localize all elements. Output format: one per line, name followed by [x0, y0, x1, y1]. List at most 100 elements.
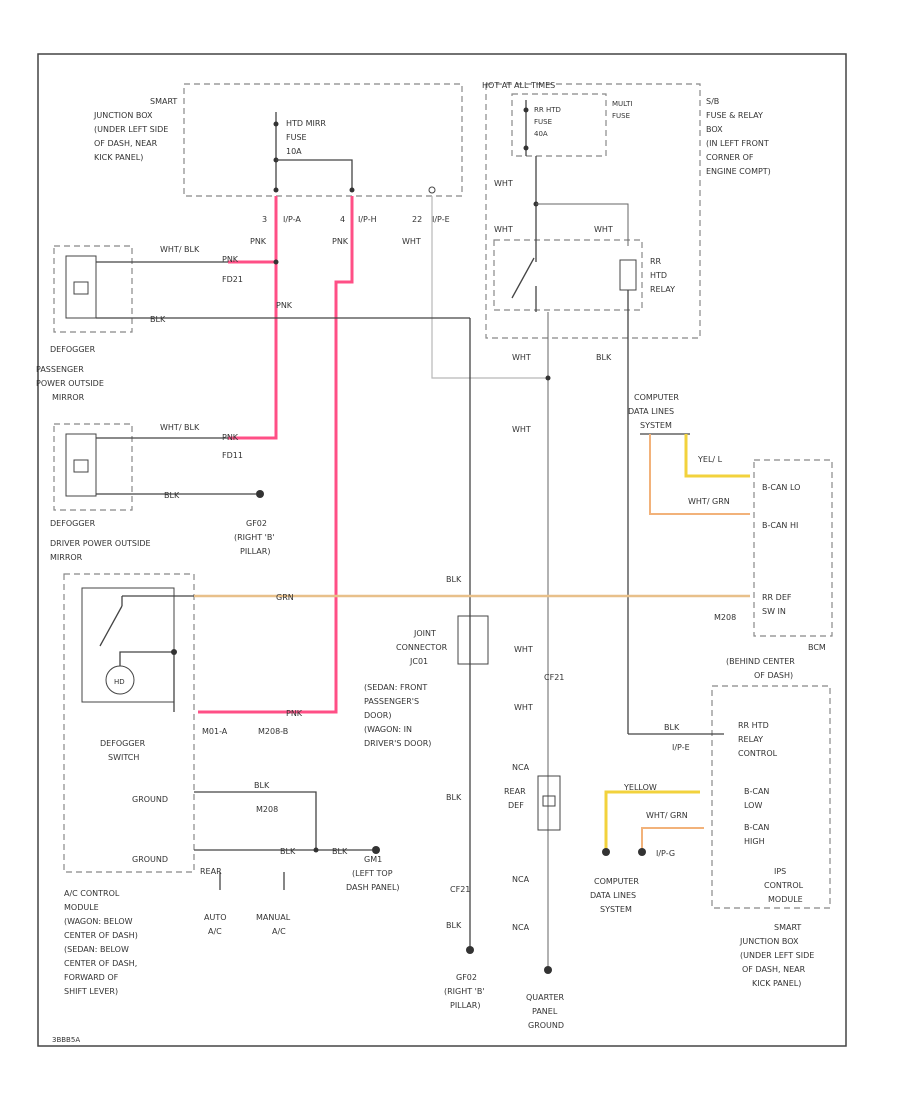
wht-label-fuse: WHT: [494, 179, 513, 188]
fuse-relay-box: [485, 83, 701, 339]
rear-label: REAR: [200, 867, 222, 876]
computer-data-lines-bottom-label: COMPUTER DATA LINES SYSTEM: [590, 877, 642, 914]
nca-1: NCA: [512, 763, 530, 772]
defogger-switch-arm: [99, 605, 123, 647]
wht-label-mid: WHT: [512, 425, 531, 434]
htd-mirr-fuse-node-top: [273, 121, 279, 127]
conn-ip-h: I/P-H: [358, 215, 377, 224]
blk-acm-2: BLK: [280, 847, 296, 856]
rr-htd-fuse-label: RR HTD FUSE 40A: [534, 106, 563, 138]
footer-code: 3BBB5A: [52, 1036, 80, 1044]
manual-ac-label: MANUAL A/C: [256, 913, 293, 936]
wht-junction: [545, 375, 551, 381]
joint-connector-label: JOINT CONNECTOR JC01: [396, 629, 450, 666]
yel-l-label: YEL/ L: [697, 455, 723, 464]
pin-3: 3: [262, 215, 267, 224]
pnk-drv: PNK: [222, 433, 239, 442]
multi-fuse-label: MULTI FUSE: [612, 100, 635, 120]
defogger-pass-label: DEFOGGER PASSENGER POWER OUTSIDE MIRROR: [36, 345, 106, 402]
blk-vertical-3: BLK: [446, 921, 462, 930]
m208b-label: M208-B: [258, 727, 288, 736]
bcm-pin-can-lo: B-CAN LO: [762, 483, 800, 492]
blk-vertical-2: BLK: [446, 793, 462, 802]
relay-switch-arm: [511, 257, 535, 299]
htd-mirr-fuse-label: HTD MIRR FUSE 10A: [286, 119, 329, 156]
relay-coil-feed: [536, 203, 629, 246]
ips-module-box: [711, 685, 831, 909]
quarter-panel-label: QUARTER PANEL GROUND: [526, 993, 567, 1030]
blk-vertical-1: BLK: [446, 575, 462, 584]
heater-icon-drv: [73, 459, 89, 473]
fuse-relay-box-label: S/B FUSE & RELAY BOX (IN LEFT FRONT CORN…: [706, 97, 771, 176]
yellow-ips-wire: [604, 790, 700, 852]
bcm-pin-rr-def: RR DEF: [762, 593, 792, 602]
defogger-switch-label: DEFOGGER SWITCH: [100, 739, 148, 762]
relay-wht-2: WHT: [594, 225, 613, 234]
rr-htd-fuse-node-top: [523, 107, 529, 113]
smart-jb-bottom-label: SMART JUNCTION BOX (UNDER LEFT SIDE OF D…: [739, 923, 817, 988]
g02-bottom-ground: [466, 946, 474, 954]
junction-node-ip-a: [273, 187, 279, 193]
pnk-acm: PNK: [286, 709, 303, 718]
blk-pass: BLK: [150, 315, 166, 324]
defogger-drv-element: [65, 433, 97, 497]
yellow-can-wire: [684, 434, 750, 478]
ground-label-1: GROUND: [132, 795, 168, 804]
wht-joint-1: WHT: [514, 645, 533, 654]
cf21-label: CF21: [544, 673, 564, 682]
wht-label-ip-e: WHT: [402, 237, 421, 246]
cdl-bottom-node-2: [638, 848, 646, 856]
heater-icon-pass: [73, 281, 89, 295]
g02-bottom-label: GF02 (RIGHT 'B' PILLAR): [444, 973, 487, 1010]
nca-3: NCA: [512, 923, 530, 932]
gm1-ground: [372, 846, 380, 854]
relay-out-blk: BLK: [596, 353, 612, 362]
pin-22: 22: [412, 215, 422, 224]
ip-e-label: I/P-E: [672, 743, 690, 752]
bcm-label: BCM (BEHIND CENTER OF DASH): [726, 643, 828, 680]
acm-ground-wire-1: [194, 791, 317, 850]
diagram-frame: [37, 53, 847, 1047]
hot-at-all-times-label: HOT AT ALL TIMES: [482, 81, 555, 90]
blk-acm-1: BLK: [254, 781, 270, 790]
defogger-drv-label: DEFOGGER DRIVER POWER OUTSIDE MIRROR: [50, 519, 153, 562]
acm-ground-node: [313, 847, 319, 853]
htd-mirr-branch: [276, 159, 353, 190]
defogger-drv-fd11: FD11: [222, 451, 243, 460]
nca-2: NCA: [512, 875, 530, 884]
blk-drv: BLK: [164, 491, 180, 500]
defogger-pass-box: [53, 245, 133, 333]
defogger-switch-box: [81, 587, 175, 703]
m208-acm: M208: [256, 805, 278, 814]
relay-wht-1: WHT: [494, 225, 513, 234]
pink-wire-a: [228, 196, 278, 440]
pin-4: 4: [340, 215, 345, 224]
gm1-label: GM1 (LEFT TOP DASH PANEL): [346, 855, 400, 892]
defogger-pass-fd21: FD21: [222, 275, 243, 284]
junction-node-ip-h: [349, 187, 355, 193]
junction-node-ip-e: [428, 186, 436, 194]
conn-ip-e: I/P-E: [432, 215, 450, 224]
ip-g-label: I/P-G: [656, 849, 675, 858]
conn-ip-a: I/P-A: [283, 215, 301, 224]
pink-wire-b: [198, 196, 354, 714]
g02-label: GF02 (RIGHT 'B' PILLAR): [234, 519, 277, 556]
rr-htd-fuse-node-bot: [523, 145, 529, 151]
bcm-box: [753, 459, 833, 637]
bcm-pin-can-hi: B-CAN HI: [762, 521, 798, 530]
m01a-label: M01-A: [202, 727, 228, 736]
relay-out-wht: WHT: [512, 353, 531, 362]
computer-data-lines-top-label: COMPUTER DATA LINES SYSTEM: [628, 393, 682, 430]
indicator-lamp-label: HD: [114, 678, 125, 686]
sedan-front-pass-label: (SEDAN: FRONT PASSENGER'S DOOR) (WAGON: …: [364, 683, 431, 748]
joint-connector-symbol: [457, 615, 489, 665]
orange-can-wire: [649, 434, 750, 515]
rr-htd-fuse-box: [511, 93, 607, 157]
ground-drv: [256, 490, 264, 498]
relay-inner-box: [493, 239, 643, 311]
bcm-pin-sw-in: SW IN: [762, 607, 786, 616]
ips-module-label: RR HTD RELAY CONTROL B-CAN LOW B-CAN HIG…: [738, 721, 780, 846]
ac-module-label: A/C CONTROL MODULE (WAGON: BELOW CENTER …: [64, 889, 140, 996]
wht-grn-label: WHT/ GRN: [688, 497, 730, 506]
